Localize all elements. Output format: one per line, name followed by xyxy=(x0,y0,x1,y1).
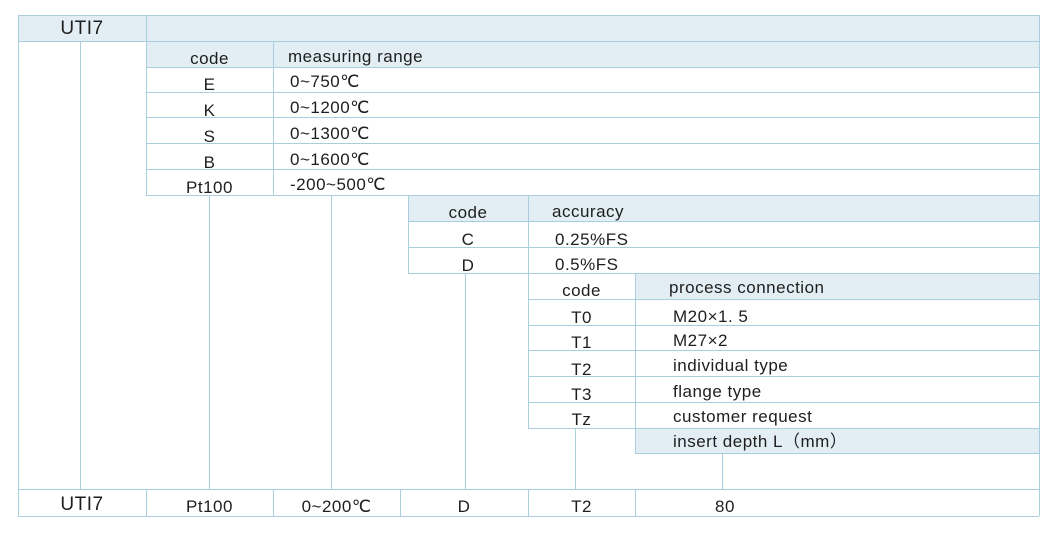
grid-line xyxy=(273,490,274,516)
grid-line xyxy=(146,195,1039,196)
connection-value-header: process connection xyxy=(669,277,825,297)
grid-line xyxy=(635,274,636,454)
connector-line xyxy=(209,196,210,490)
accuracy-value: 0.5%FS xyxy=(555,254,619,274)
connector-line xyxy=(80,41,81,490)
connection-value: flange type xyxy=(673,381,762,401)
grid-line xyxy=(146,92,1039,93)
range-value: 0~1200℃ xyxy=(290,97,370,117)
accuracy-code: C xyxy=(461,229,475,249)
range-value-header: measuring range xyxy=(288,46,424,66)
grid-line xyxy=(528,299,1039,300)
connection-code: Tz xyxy=(571,409,592,429)
grid-line xyxy=(18,15,1039,16)
grid-line xyxy=(408,221,1039,222)
range-value: 0~1300℃ xyxy=(290,123,370,143)
accuracy-code-header: code xyxy=(448,202,488,222)
connector-line xyxy=(575,429,576,490)
connection-header-band xyxy=(635,274,1039,300)
connection-value: M27×2 xyxy=(673,330,728,350)
model-header-cell xyxy=(18,15,146,41)
example-range: 0~200℃ xyxy=(301,496,372,516)
grid-line xyxy=(528,402,1039,403)
grid-line xyxy=(18,41,1039,42)
grid-line xyxy=(18,516,1039,517)
insert-depth-band xyxy=(635,429,1039,454)
range-value: 0~1600℃ xyxy=(290,149,370,169)
grid-line xyxy=(400,490,401,516)
accuracy-value: 0.25%FS xyxy=(555,229,629,249)
grid-line xyxy=(273,41,274,196)
grid-line xyxy=(528,196,529,429)
grid-line xyxy=(146,490,147,516)
range-code: Pt100 xyxy=(186,177,233,197)
connector-line xyxy=(331,196,332,490)
grid-line xyxy=(146,15,147,196)
connection-value: customer request xyxy=(673,406,813,426)
connector-line xyxy=(465,274,466,490)
connection-code: T3 xyxy=(571,384,592,404)
grid-line xyxy=(528,490,529,516)
grid-line xyxy=(635,490,636,516)
grid-line xyxy=(1039,15,1040,516)
accuracy-value-header: accuracy xyxy=(552,201,625,221)
accuracy-code: D xyxy=(461,255,475,275)
range-header-band xyxy=(146,41,1039,67)
grid-line xyxy=(528,350,1039,351)
connection-value: individual type xyxy=(673,355,789,375)
grid-line xyxy=(408,273,1039,274)
grid-line xyxy=(528,428,1039,429)
grid-line xyxy=(528,376,1039,377)
example-sensor: Pt100 xyxy=(186,496,233,516)
connection-code: T1 xyxy=(571,332,592,352)
grid-line xyxy=(635,453,1039,454)
grid-line xyxy=(408,247,1039,248)
range-value: -200~500℃ xyxy=(290,174,386,194)
header-band xyxy=(146,15,1039,41)
connection-code: T0 xyxy=(571,307,592,327)
range-value: 0~750℃ xyxy=(290,71,360,91)
grid-line xyxy=(146,117,1039,118)
connection-value: M20×1. 5 xyxy=(673,306,749,326)
connector-line xyxy=(722,454,723,490)
accuracy-header-band xyxy=(408,196,1039,222)
grid-line xyxy=(146,169,1039,170)
grid-line xyxy=(18,15,19,516)
grid-line xyxy=(408,196,409,274)
range-code: K xyxy=(203,100,216,120)
range-code: S xyxy=(203,126,216,146)
example-connection: T2 xyxy=(571,496,592,516)
connection-code: T2 xyxy=(571,359,592,379)
grid-line xyxy=(528,325,1039,326)
example-depth: 80 xyxy=(715,496,735,516)
range-code-header: code xyxy=(190,48,229,68)
grid-line xyxy=(146,143,1039,144)
example-accuracy: D xyxy=(457,496,471,516)
model-title: UTI7 xyxy=(60,18,104,39)
grid-line xyxy=(18,489,1039,490)
insert-depth-label: insert depth L（mm） xyxy=(673,432,848,451)
range-code: E xyxy=(203,74,216,94)
grid-line xyxy=(146,67,1039,68)
range-code: B xyxy=(203,152,216,172)
example-model: UTI7 xyxy=(60,493,104,515)
connection-code-header: code xyxy=(562,280,601,300)
